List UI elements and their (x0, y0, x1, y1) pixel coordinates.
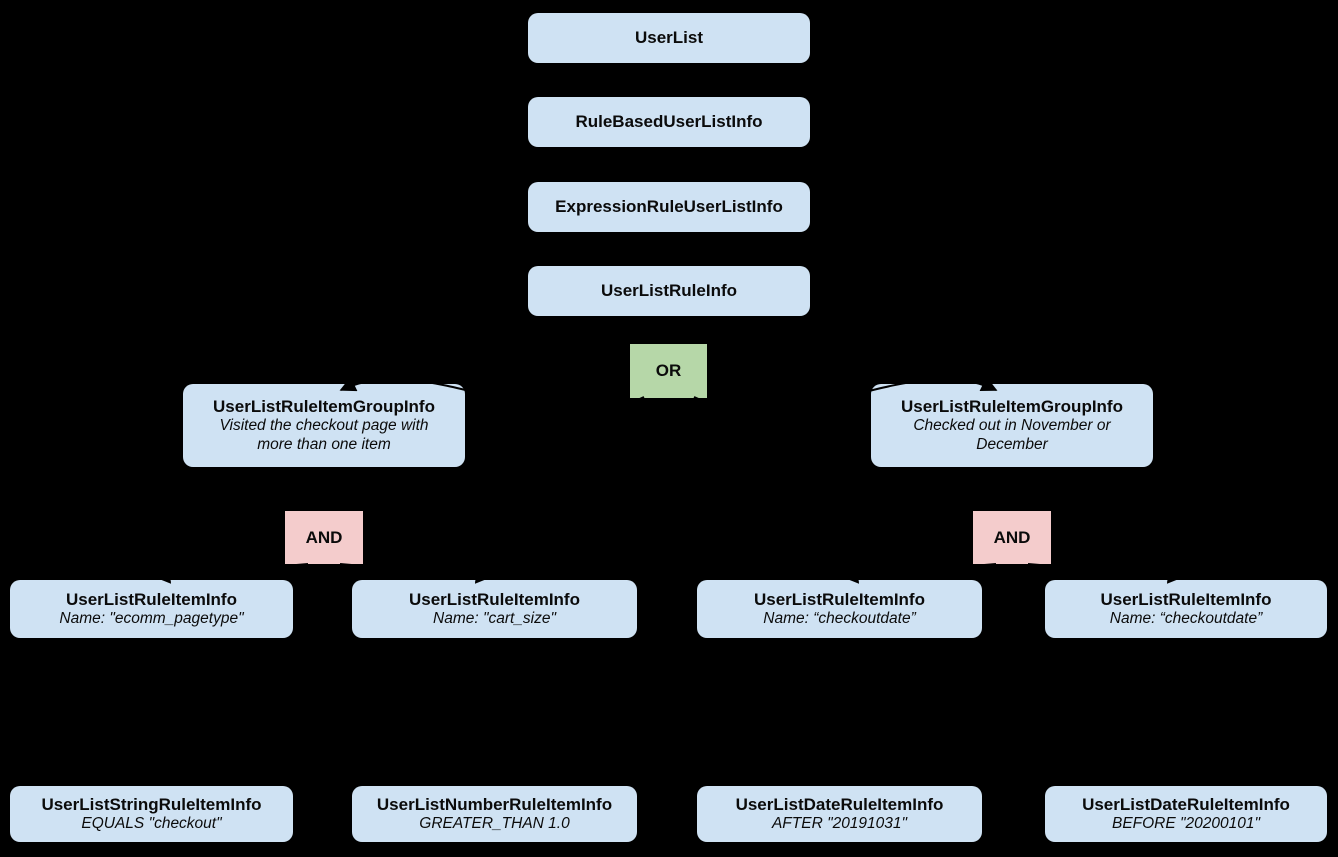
node-note: Name: "ecomm_pagetype" (59, 610, 244, 628)
node-label: UserListNumberRuleItemInfo (376, 794, 613, 814)
node-note: GREATER_THAN 1.0 (419, 815, 570, 833)
node-label: UserListRuleItemInfo (66, 589, 237, 609)
node-label: UserListRuleItemInfo (754, 589, 925, 609)
node-expression-rule-user-list-info: ExpressionRuleUserListInfo (528, 182, 810, 232)
node-rule-item-group-checkout-page: UserListRuleItemGroupInfo Visited the ch… (183, 384, 465, 467)
node-label: UserListStringRuleItemInfo (41, 794, 262, 814)
node-label: UserListDateRuleItemInfo (1082, 794, 1290, 814)
node-rule-item-cart-size: UserListRuleItemInfo Name: "cart_size" (352, 580, 637, 638)
node-note: Checked out in November or December (913, 417, 1111, 454)
node-label: UserListRuleItemInfo (409, 589, 580, 609)
node-string-rule-item: UserListStringRuleItemInfo EQUALS "check… (10, 786, 293, 842)
node-label: UserListRuleItemGroupInfo (213, 396, 435, 416)
connector-and-rule-2 (339, 563, 492, 584)
and-label: AND (305, 527, 343, 547)
node-date-rule-item-before: UserListDateRuleItemInfo BEFORE "2020010… (1045, 786, 1327, 842)
node-rule-item-checkoutdate-before: UserListRuleItemInfo Name: “checkoutdate… (1045, 580, 1327, 638)
node-note: Name: “checkoutdate” (1109, 610, 1263, 628)
connector-and-rule-4 (1027, 563, 1184, 584)
node-rule-based-user-list-info: RuleBasedUserListInfo (528, 97, 810, 147)
node-note: EQUALS "checkout" (81, 815, 222, 833)
node-label: UserListRuleItemInfo (1100, 589, 1272, 609)
node-note: Name: “checkoutdate” (763, 610, 916, 628)
and-operator-badge-right: AND (973, 511, 1051, 564)
node-note: Visited the checkout page with more than… (219, 417, 429, 454)
node-date-rule-item-after: UserListDateRuleItemInfo AFTER "20191031… (697, 786, 982, 842)
node-note: Name: "cart_size" (433, 610, 556, 628)
node-number-rule-item: UserListNumberRuleItemInfo GREATER_THAN … (352, 786, 637, 842)
node-rule-item-group-checkout-date: UserListRuleItemGroupInfo Checked out in… (871, 384, 1153, 467)
node-rule-item-checkoutdate-after: UserListRuleItemInfo Name: “checkoutdate… (697, 580, 982, 638)
node-label: RuleBasedUserListInfo (575, 112, 763, 132)
node-user-list: UserList (528, 13, 810, 63)
node-label: UserList (634, 28, 704, 48)
node-note: AFTER "20191031" (771, 815, 908, 833)
connector-and-rule-1 (154, 563, 309, 584)
node-label: ExpressionRuleUserListInfo (555, 197, 783, 217)
or-operator-badge: OR (630, 344, 707, 398)
node-user-list-rule-info: UserListRuleInfo (528, 266, 810, 316)
and-operator-badge-left: AND (285, 511, 363, 564)
node-rule-item-ecomm-pagetype: UserListRuleItemInfo Name: "ecomm_pagety… (10, 580, 293, 638)
and-label: AND (993, 527, 1031, 547)
connector-and-rule-3 (842, 563, 997, 584)
node-label: UserListRuleItemGroupInfo (901, 396, 1123, 416)
or-label: OR (655, 361, 682, 380)
node-label: UserListDateRuleItemInfo (735, 794, 944, 814)
node-note: BEFORE "20200101" (1111, 815, 1260, 833)
node-label: UserListRuleInfo (600, 281, 738, 301)
